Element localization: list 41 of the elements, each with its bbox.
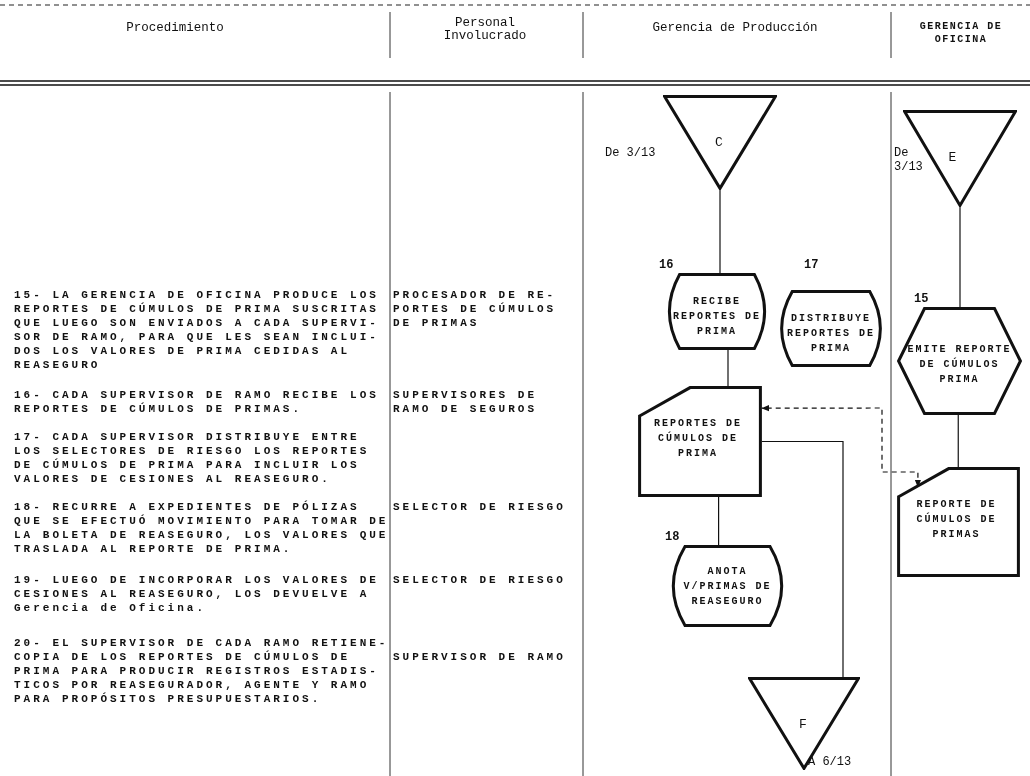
flow-line (957, 414, 959, 468)
procedure-step-text: 15- LA GERENCIA DE OFICINA PRODUCE LOS REPORTES DE CÚMULOS DE PRIMA SUSCRITAS QUE LUEGO SON ENVIADOS A CADA SUPERVI- SOR DE RAMO, PARA QUE LES SEAN INCLUI- DOS LOS VALORES DE PRIMA CEDIDAS AL REASEGURO (14, 288, 380, 372)
personnel-text: SELECTOR DE RIESGO (393, 500, 567, 514)
document-card (638, 386, 762, 497)
off-page-connector (663, 95, 777, 190)
step-number: 17 (804, 258, 820, 272)
flow-line (719, 189, 721, 274)
column-header: Procedimiento (125, 22, 225, 35)
document-card (897, 467, 1020, 577)
step-number: 18 (665, 530, 681, 544)
column-header: Gerencia de Producción (651, 22, 819, 35)
flow-line (727, 349, 729, 387)
step-number: 15 (914, 292, 930, 306)
procedure-step-text: 19- LUEGO DE INCORPORAR LOS VALORES DE CESIONES AL REASEGURO, LOS DEVUELVE A Gerencia de Oficina. (14, 573, 380, 615)
node-label: EMITE REPORTE DE CÚMULOS PRIMA (906, 342, 1013, 387)
procedure-step-text: 17- CADA SUPERVISOR DISTRIBUYE ENTRE LOS SELECTORES DE RIESGO LOS REPORTES DE CÚMULOS DE PRIMA PARA INCLUIR LOS VALORES DE CESIONES AL REASEGURO. (14, 430, 371, 486)
node-label: DISTRIBUYE REPORTES DE PRIMA (786, 312, 876, 356)
node-label: E (947, 150, 960, 167)
page-reference: De 3/13 (605, 146, 657, 160)
procedure-step-text: 20- EL SUPERVISOR DE CADA RAMO RETIENE- COPIA DE LOS REPORTES DE CÚMULOS DE PRIMA PARA PRODUCIR REGISTROS ESTADIS- TICOS POR REASEGURADOR, AGENTE Y RAMO PARA PROPÓSITOS PRESUPUESTARIOS. (14, 636, 390, 706)
step-number: 16 (659, 258, 675, 272)
personnel-text: SELECTOR DE RIESGO (393, 573, 567, 587)
page-reference: De 3/13 (894, 146, 924, 174)
preparation-hexagon (897, 307, 1022, 415)
personnel-text: SUPERVISOR DE RAMO (393, 650, 567, 664)
node-label: REPORTE DE CÚMULOS DE PRIMAS (915, 497, 998, 542)
node-label: RECIBE REPORTES DE PRIMA (672, 295, 762, 339)
flow-line (718, 496, 720, 546)
column-header: Personal Involucrado (442, 17, 528, 43)
procedure-step-text: 18- RECURRE A EXPEDIENTES DE PÓLIZAS QUE SE EFECTUÓ MOVIMIENTO PARA TOMAR DE LA BOLETA DE REASEGURO, LOS VALORES QUE TRASLADA AL REPORTE DE PRIMA. (14, 500, 390, 556)
flow-line (761, 440, 844, 678)
personnel-text: SUPERVISORES DE RAMO DE SEGUROS (393, 388, 539, 416)
node-label: F (798, 717, 810, 734)
procedure-step-text: 16- CADA SUPERVISOR DE RAMO RECIBE LOS REPORTES DE CÚMULOS DE PRIMAS. (14, 388, 380, 416)
node-label: C (714, 135, 726, 152)
node-label: REPORTES DE CÚMULOS DE PRIMA (653, 417, 743, 461)
flow-line (959, 206, 961, 308)
column-header: GERENCIA DE OFICINA (918, 20, 1004, 46)
node-label: ANOTA V/PRIMAS DE REASEGURO (682, 564, 773, 609)
off-page-connector (748, 677, 860, 770)
personnel-text: PROCESADOR DE RE- PORTES DE CÚMULOS DE PRIMAS (393, 288, 558, 330)
